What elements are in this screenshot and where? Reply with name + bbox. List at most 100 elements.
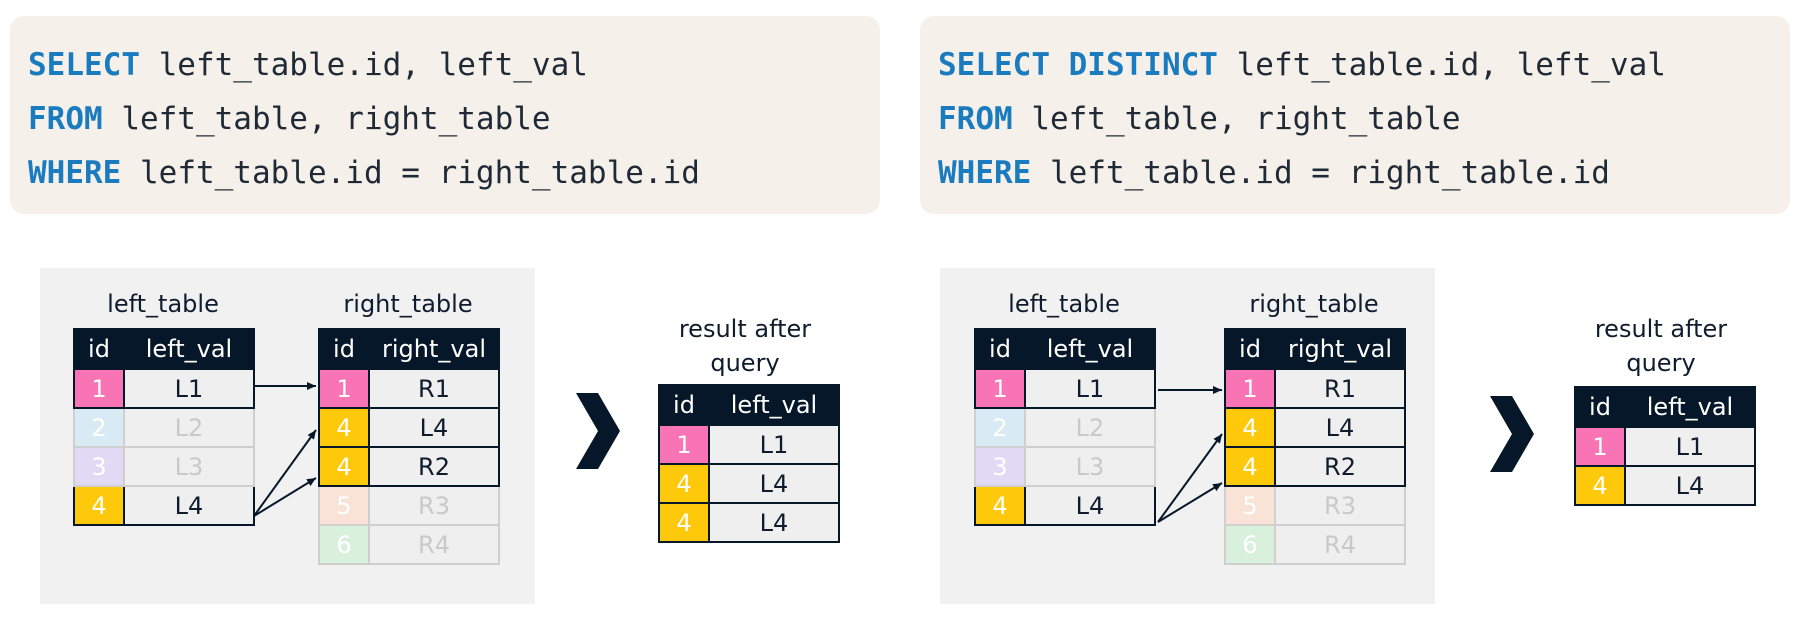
cell-value: L2 bbox=[1024, 407, 1156, 448]
cell-value: R3 bbox=[368, 485, 500, 526]
cell-value: L3 bbox=[123, 446, 255, 487]
cell-id: 4 bbox=[1574, 465, 1626, 506]
header-left-val: left_val bbox=[708, 384, 840, 426]
table-row: 1 R1 bbox=[318, 368, 500, 409]
query-text: left_table.id = right_table.id bbox=[1031, 155, 1610, 191]
header-left-val: left_val bbox=[123, 328, 255, 370]
keyword-from: FROM bbox=[28, 101, 103, 137]
cell-value: R3 bbox=[1274, 485, 1406, 526]
table-header: id right_val bbox=[1224, 328, 1406, 370]
right-table-caption: right_table bbox=[1249, 290, 1379, 318]
header-left-val: left_val bbox=[1024, 328, 1156, 370]
table-row-faded: 3 L3 bbox=[73, 446, 255, 487]
cell-id: 5 bbox=[318, 485, 370, 526]
table-row-faded: 3 L3 bbox=[974, 446, 1156, 487]
cell-value: L4 bbox=[1624, 465, 1756, 506]
query-line-from: FROM left_table, right_table bbox=[28, 92, 880, 146]
keyword-select-distinct: SELECT DISTINCT bbox=[938, 47, 1218, 83]
table-row: 1 L1 bbox=[974, 368, 1156, 409]
table-row-faded: 6 R4 bbox=[318, 524, 500, 565]
table-row-faded: 5 R3 bbox=[318, 485, 500, 526]
left-table: id left_val 1 L1 2 L2 3 L3 4 L4 bbox=[73, 328, 255, 526]
chevron-right-icon bbox=[576, 393, 620, 469]
cell-id: 1 bbox=[658, 424, 710, 465]
cell-id: 2 bbox=[73, 407, 125, 448]
result-caption: result after query bbox=[1594, 315, 1728, 377]
table-row: 1 R1 bbox=[1224, 368, 1406, 409]
table-row: 1 L1 bbox=[658, 424, 840, 465]
header-id: id bbox=[974, 328, 1026, 370]
cell-id: 4 bbox=[318, 446, 370, 487]
cell-id: 3 bbox=[974, 446, 1026, 487]
right-table: id right_val 1 R1 4 L4 4 R2 5 R3 6 R4 bbox=[318, 328, 500, 565]
cell-value: L4 bbox=[1274, 407, 1406, 448]
query-line-where: WHERE left_table.id = right_table.id bbox=[28, 146, 880, 200]
header-id: id bbox=[73, 328, 125, 370]
header-left-val: left_val bbox=[1624, 386, 1756, 428]
header-id: id bbox=[1224, 328, 1276, 370]
left-table-caption: left_table bbox=[107, 290, 219, 318]
header-right-val: right_val bbox=[1274, 328, 1406, 370]
table-header: id left_val bbox=[1574, 386, 1756, 428]
table-header: id left_val bbox=[974, 328, 1156, 370]
query-box-left: SELECT left_table.id, left_val FROM left… bbox=[10, 16, 880, 214]
table-row: 4 L4 bbox=[1224, 407, 1406, 448]
keyword-where: WHERE bbox=[28, 155, 122, 191]
keyword-from: FROM bbox=[938, 101, 1013, 137]
header-right-val: right_val bbox=[368, 328, 500, 370]
query-line-where: WHERE left_table.id = right_table.id bbox=[938, 146, 1790, 200]
cell-id: 6 bbox=[1224, 524, 1276, 565]
keyword-where: WHERE bbox=[938, 155, 1032, 191]
cell-value: R1 bbox=[1274, 368, 1406, 409]
cell-id: 6 bbox=[318, 524, 370, 565]
query-line-select: SELECT left_table.id, left_val bbox=[28, 38, 880, 92]
query-line-select-distinct: SELECT DISTINCT left_table.id, left_val bbox=[938, 38, 1790, 92]
table-row: 4 R2 bbox=[318, 446, 500, 487]
cell-value: L4 bbox=[1024, 485, 1156, 526]
cell-id: 2 bbox=[974, 407, 1026, 448]
query-text: left_table.id, left_val bbox=[1217, 47, 1666, 83]
cell-id: 4 bbox=[1224, 446, 1276, 487]
right-table: id right_val 1 R1 4 L4 4 R2 5 R3 6 R4 bbox=[1224, 328, 1406, 565]
result-table: id left_val 1 L1 4 L4 bbox=[1574, 386, 1756, 506]
cell-value: R4 bbox=[368, 524, 500, 565]
query-text: left_table, right_table bbox=[102, 101, 551, 137]
table-row: 4 L4 bbox=[974, 485, 1156, 526]
cell-value: L2 bbox=[123, 407, 255, 448]
cell-id: 4 bbox=[658, 502, 710, 543]
left-table-caption: left_table bbox=[1008, 290, 1120, 318]
table-row-faded: 5 R3 bbox=[1224, 485, 1406, 526]
query-text: left_table, right_table bbox=[1012, 101, 1461, 137]
table-header: id left_val bbox=[73, 328, 255, 370]
query-box-right: SELECT DISTINCT left_table.id, left_val … bbox=[920, 16, 1790, 214]
cell-id: 4 bbox=[73, 485, 125, 526]
cell-id: 4 bbox=[1224, 407, 1276, 448]
table-row: 4 L4 bbox=[658, 463, 840, 504]
cell-value: L1 bbox=[1024, 368, 1156, 409]
table-row: 4 L4 bbox=[73, 485, 255, 526]
table-header: id right_val bbox=[318, 328, 500, 370]
table-row: 4 L4 bbox=[658, 502, 840, 543]
table-row: 1 L1 bbox=[73, 368, 255, 409]
cell-id: 4 bbox=[318, 407, 370, 448]
cell-value: L3 bbox=[1024, 446, 1156, 487]
table-row-faded: 2 L2 bbox=[73, 407, 255, 448]
cell-value: R2 bbox=[368, 446, 500, 487]
cell-value: L1 bbox=[708, 424, 840, 465]
keyword-select: SELECT bbox=[28, 47, 140, 83]
header-id: id bbox=[318, 328, 370, 370]
cell-value: R4 bbox=[1274, 524, 1406, 565]
cell-id: 1 bbox=[1224, 368, 1276, 409]
table-header: id left_val bbox=[658, 384, 840, 426]
query-text: left_table.id = right_table.id bbox=[121, 155, 700, 191]
right-table-caption: right_table bbox=[343, 290, 473, 318]
cell-id: 1 bbox=[73, 368, 125, 409]
cell-id: 4 bbox=[974, 485, 1026, 526]
left-table: id left_val 1 L1 2 L2 3 L3 4 L4 bbox=[974, 328, 1156, 526]
table-row: 4 L4 bbox=[1574, 465, 1756, 506]
query-line-from: FROM left_table, right_table bbox=[938, 92, 1790, 146]
cell-id: 1 bbox=[318, 368, 370, 409]
chevron-right-icon bbox=[1490, 396, 1534, 472]
cell-id: 4 bbox=[658, 463, 710, 504]
result-caption: result after query bbox=[678, 315, 812, 377]
